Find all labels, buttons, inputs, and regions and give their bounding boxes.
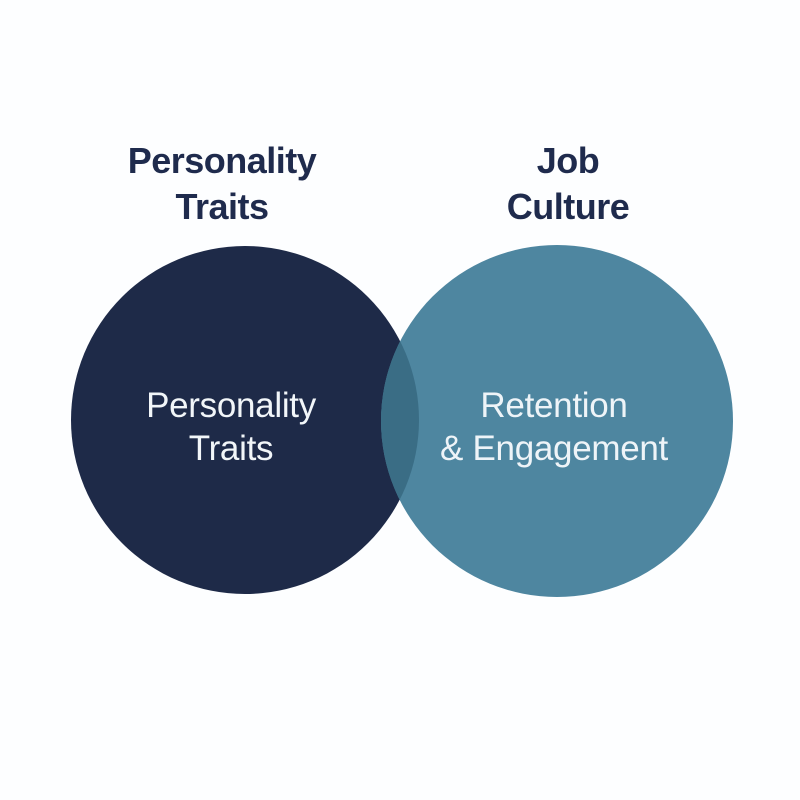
left-circle-title: Personality Traits [22, 138, 422, 230]
right-label-line-2: & Engagement [440, 429, 668, 468]
right-circle-title: Job Culture [368, 138, 768, 230]
right-title-line-2: Culture [506, 186, 630, 227]
left-circle [71, 246, 419, 594]
left-title-line-2: Traits [175, 186, 269, 227]
right-label-line-1: Retention [480, 386, 628, 425]
right-circle-label: Retention & Engagement [354, 384, 754, 470]
left-label-line-2: Traits [188, 429, 274, 468]
right-circle [381, 245, 733, 597]
right-title-line-1: Job [536, 140, 600, 181]
left-circle-label: Personality Traits [31, 384, 431, 470]
left-title-line-1: Personality [127, 140, 317, 181]
left-label-line-1: Personality [146, 386, 316, 425]
